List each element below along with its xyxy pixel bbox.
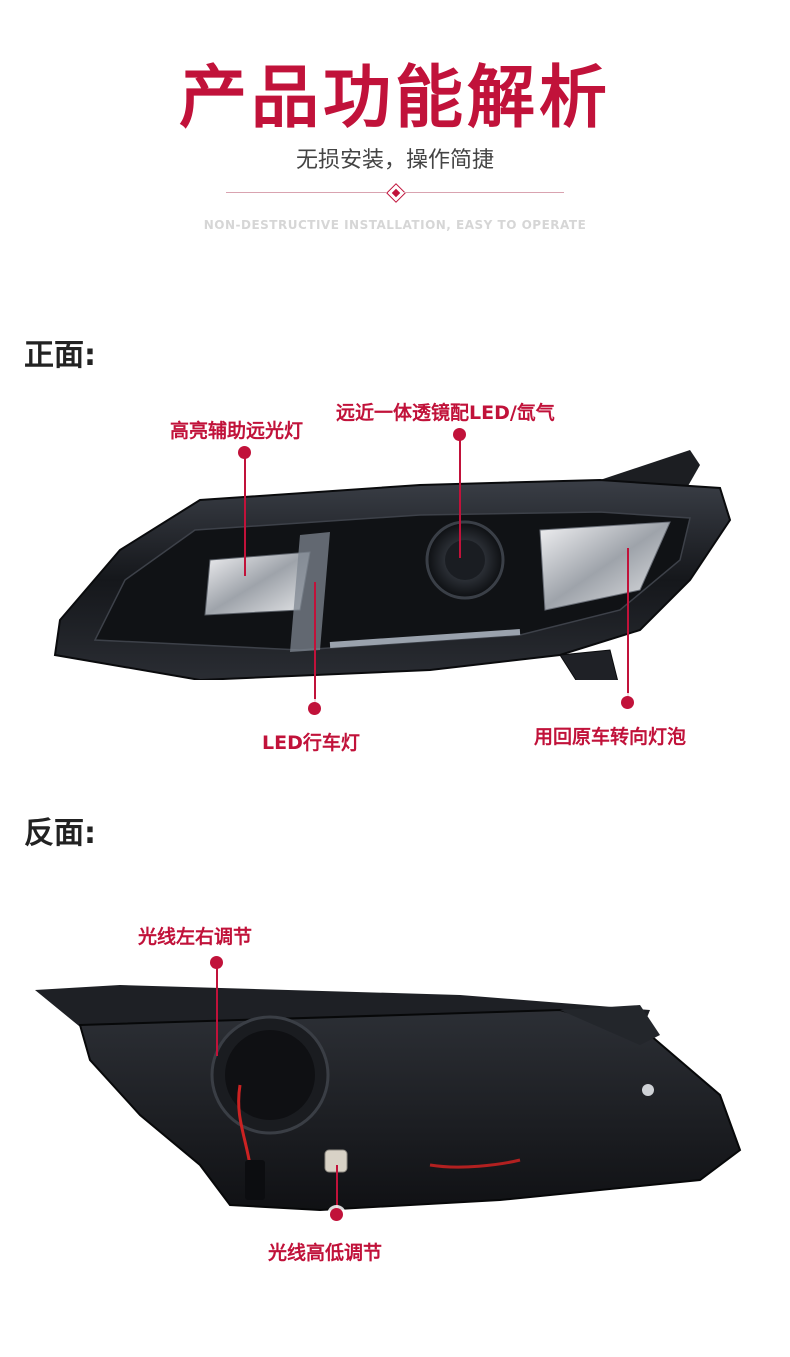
leader-lr-adjust	[216, 968, 218, 1056]
leader-high-beam	[244, 458, 246, 576]
page-title: 产品功能解析	[178, 59, 611, 138]
callout-lr-adjust: 光线左右调节	[138, 926, 253, 948]
page-subtitle-english: NON-DESTRUCTIVE INSTALLATION, EASY TO OP…	[203, 218, 587, 232]
marker-high-beam	[238, 446, 251, 459]
marker-turn-signal	[621, 696, 634, 709]
marker-drl	[308, 702, 321, 715]
leader-turn-signal	[627, 548, 629, 700]
marker-lr-adjust	[210, 956, 223, 969]
leader-hl-adjust	[336, 1165, 338, 1213]
front-heading: 正面:	[24, 338, 96, 373]
divider-right	[404, 192, 564, 193]
headlight-front-image	[53, 450, 732, 680]
leader-lens	[459, 440, 461, 558]
leader-drl	[314, 582, 316, 706]
marker-lens	[453, 428, 466, 441]
headlight-back-image	[35, 985, 742, 1212]
callout-high-beam: 高亮辅助远光灯	[170, 420, 304, 442]
page-subtitle: 无损安装，操作简捷	[295, 148, 494, 173]
callout-turn-signal: 用回原车转向灯泡	[534, 726, 687, 748]
divider-left	[226, 192, 386, 193]
callout-lens: 远近一体透镜配LED/氙气	[336, 402, 555, 424]
callout-hl-adjust: 光线高低调节	[268, 1242, 383, 1264]
back-heading: 反面:	[24, 816, 96, 851]
callout-drl: LED行车灯	[262, 732, 360, 754]
marker-hl-adjust	[330, 1208, 343, 1221]
diamond-ornament-icon	[386, 183, 406, 203]
